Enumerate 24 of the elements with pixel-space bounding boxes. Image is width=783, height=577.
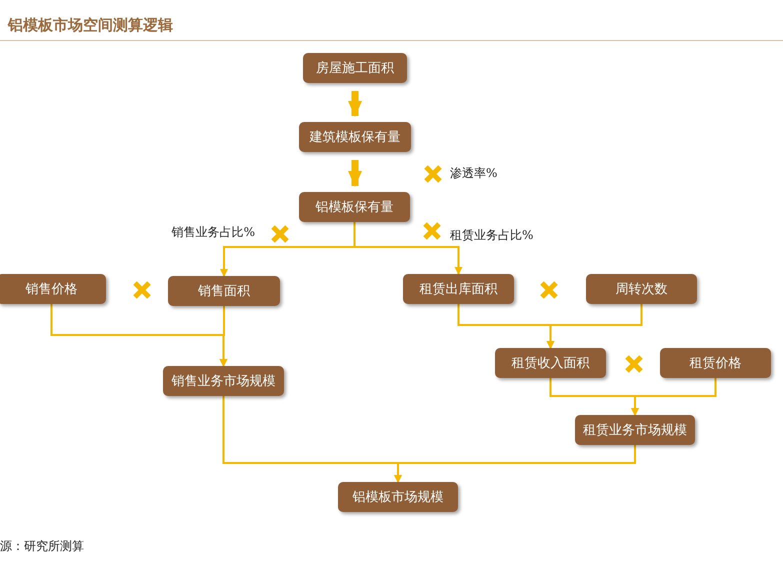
connector-arrow (546, 304, 642, 349)
process-box: 铝模板市场规模 (338, 482, 458, 512)
connector-arrow (394, 445, 636, 483)
factor-label: 销售业务占比% (172, 224, 255, 241)
connector-arrow (354, 222, 462, 275)
process-box: 铝模板保有量 (299, 192, 410, 222)
process-box: 销售价格 (0, 274, 106, 304)
process-box: 销售面积 (168, 276, 280, 306)
title: 铝模板市场空间测算逻辑 (8, 16, 173, 35)
process-box: 房屋施工面积 (303, 53, 407, 83)
block-arrow (348, 160, 362, 187)
block-arrow (348, 91, 362, 117)
connector-arrow (220, 306, 228, 367)
factor-label: 渗透率% (450, 165, 498, 182)
process-box: 建筑模板保有量 (299, 122, 411, 152)
process-box: 租赁收入面积 (495, 348, 606, 378)
source-note: 源：研究所测算 (0, 538, 84, 555)
connector-arrow (631, 378, 716, 416)
process-box: 周转次数 (586, 274, 697, 304)
process-box: 租赁业务市场规模 (575, 415, 695, 445)
process-box: 租赁出库面积 (403, 274, 514, 304)
process-box: 销售业务市场规模 (163, 366, 284, 396)
factor-label: 租赁业务占比% (450, 227, 534, 244)
process-box: 租赁价格 (660, 348, 771, 378)
